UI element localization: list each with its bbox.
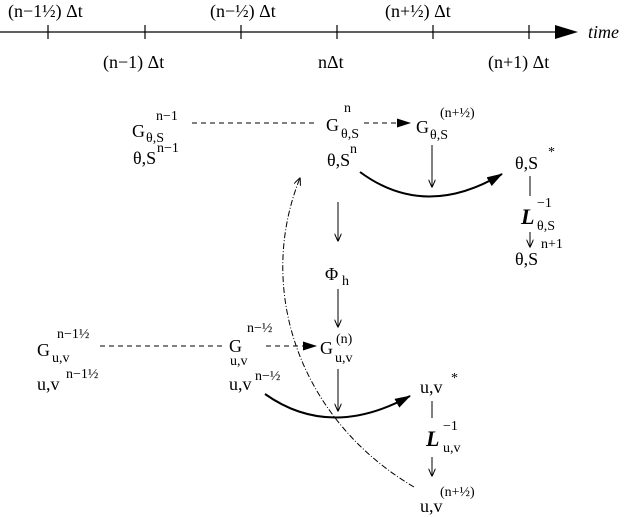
node-G-uv-n: G u,v (n)	[320, 332, 353, 366]
node-base: G	[320, 338, 333, 358]
node-G-uv-n-minus-half: G u,v n−½	[229, 321, 272, 369]
node-subscript: θ,S	[537, 219, 555, 234]
tick-label-n-plus-half: (n+½) Δt	[385, 1, 451, 22]
node-uv-n-plus-half: u,v (n+½)	[420, 485, 475, 516]
node-subscript: θ,S	[341, 127, 359, 142]
node-base: G	[132, 121, 145, 141]
node-G-theta-S-n: G θ,S n	[326, 101, 359, 142]
tick-label-n-minus-1: (n−1) Δt	[103, 52, 164, 73]
time-axis-label: time	[588, 22, 619, 42]
node-superscript: (n+½)	[440, 485, 475, 500]
node-superscript: n−1	[157, 141, 179, 156]
node-Phi-h: Φ h	[325, 264, 349, 289]
node-theta-S-n: θ,S n	[327, 142, 357, 170]
node-base: u,v	[420, 377, 443, 397]
node-superscript: n+1	[541, 237, 563, 252]
node-G-theta-S-n-minus-1: G θ,S n−1	[132, 109, 178, 146]
node-superscript: −1	[537, 196, 552, 211]
node-theta-S-n-plus-1: θ,S n+1	[515, 237, 563, 269]
node-superscript: n	[344, 101, 351, 116]
node-subscript: θ,S	[146, 131, 164, 146]
dash-dot-arrow-uv-nph-to-theta-n	[282, 178, 415, 488]
curved-arrow-theta-n-to-star	[359, 171, 503, 198]
node-superscript: *	[548, 145, 555, 160]
node-base: G	[326, 115, 339, 135]
node-base: θ,S	[515, 249, 538, 269]
node-superscript: n−1½	[57, 327, 89, 342]
tick-label-n-plus-1: (n+1) Δt	[488, 52, 549, 73]
node-uv-n-minus-half: u,v n−½	[229, 369, 280, 394]
node-subscript: u,v	[52, 351, 70, 366]
node-superscript: *	[451, 371, 458, 386]
node-base: G	[37, 340, 50, 360]
node-L-theta-S-inverse: L θ,S −1	[520, 196, 555, 234]
node-base: L	[425, 426, 439, 451]
node-subscript: h	[342, 274, 349, 289]
tick-label-n: nΔt	[318, 52, 344, 72]
node-base: G	[229, 336, 242, 356]
node-superscript: n−1½	[66, 367, 98, 382]
tick-label-n-minus-1-half: (n−1½) Δt	[8, 1, 83, 22]
node-base: u,v	[229, 374, 252, 394]
node-theta-S-n-minus-1: θ,S n−1	[133, 141, 179, 168]
node-superscript: n−½	[255, 369, 280, 384]
node-uv-star: u,v *	[420, 371, 458, 397]
node-base: θ,S	[133, 148, 156, 168]
time-axis-ticks	[47, 25, 530, 39]
node-base: G	[416, 117, 429, 137]
node-G-theta-S-n-plus-half: G θ,S (n+½)	[416, 106, 475, 143]
node-base: L	[520, 204, 534, 229]
node-base: θ,S	[327, 150, 350, 170]
node-superscript: −1	[443, 419, 458, 434]
node-subscript: u,v	[335, 351, 353, 366]
node-base: u,v	[37, 374, 60, 394]
node-subscript: θ,S	[430, 128, 448, 143]
node-superscript: n	[350, 142, 357, 157]
node-superscript: n−1	[156, 109, 178, 124]
node-uv-n-minus-1-half: u,v n−1½	[37, 367, 98, 394]
node-base: u,v	[420, 496, 443, 516]
time-axis-arrowhead	[555, 25, 578, 39]
node-superscript: (n+½)	[440, 106, 475, 121]
node-subscript: u,v	[230, 354, 248, 369]
curved-arrow-uv-nmh-to-star	[264, 393, 411, 419]
node-superscript: n−½	[247, 321, 272, 336]
node-subscript: u,v	[443, 441, 461, 456]
node-L-uv-inverse: L u,v −1	[425, 419, 461, 456]
node-theta-S-star: θ,S *	[515, 145, 555, 173]
tick-label-n-minus-half: (n−½) Δt	[210, 1, 276, 22]
node-base: θ,S	[515, 153, 538, 173]
node-base: Φ	[325, 264, 338, 284]
node-superscript: (n)	[336, 332, 353, 347]
node-G-uv-n-minus-1-half: G u,v n−1½	[37, 327, 89, 366]
